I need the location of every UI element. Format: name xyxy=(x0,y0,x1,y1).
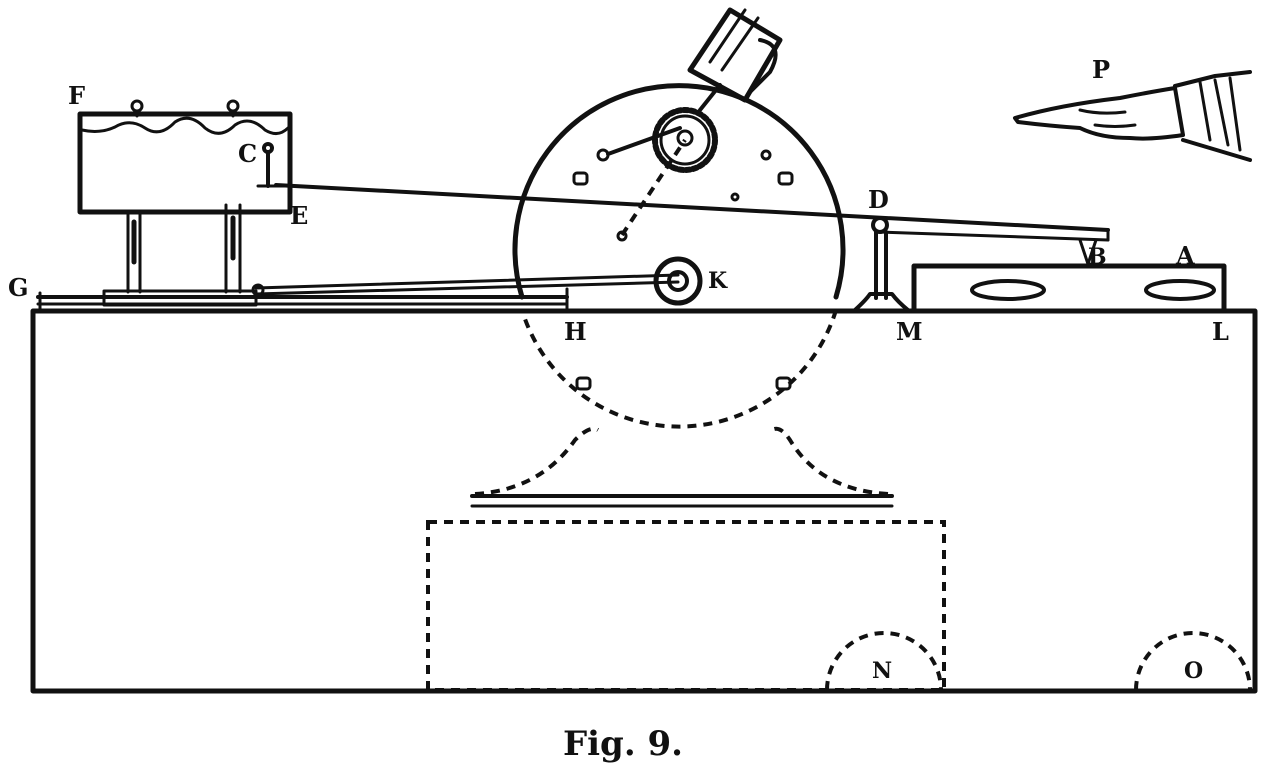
tank-f xyxy=(77,99,293,215)
large-wheel xyxy=(512,83,846,429)
label-l: L xyxy=(1212,317,1229,346)
label-o: O xyxy=(1184,658,1203,684)
label-a: A xyxy=(1175,241,1195,270)
figure-caption: Fig. 9. xyxy=(563,724,683,764)
hand-top xyxy=(687,7,783,103)
hub-k xyxy=(653,256,703,306)
wheel-stand xyxy=(470,426,894,508)
label-g: G xyxy=(8,273,29,302)
dashed-cabinet xyxy=(426,520,946,692)
label-h: H xyxy=(564,317,587,346)
tray-plate xyxy=(102,289,258,307)
label-f: F xyxy=(68,81,85,110)
label-k: K xyxy=(708,268,728,294)
label-e: E xyxy=(290,201,308,230)
label-c: C xyxy=(238,139,257,168)
lever-arm xyxy=(274,183,1110,266)
pointing-hand-p xyxy=(1013,70,1252,162)
spirit-level-a xyxy=(911,263,1227,314)
label-d: D xyxy=(868,185,889,214)
post-d xyxy=(853,216,910,312)
small-gear xyxy=(606,83,722,173)
label-p: P xyxy=(1092,55,1110,84)
base-box xyxy=(30,308,1258,694)
label-n: N xyxy=(872,658,892,684)
label-m: M xyxy=(896,317,923,346)
tank-legs xyxy=(126,203,242,294)
label-b: B xyxy=(1088,244,1107,270)
link-rod xyxy=(251,273,680,297)
